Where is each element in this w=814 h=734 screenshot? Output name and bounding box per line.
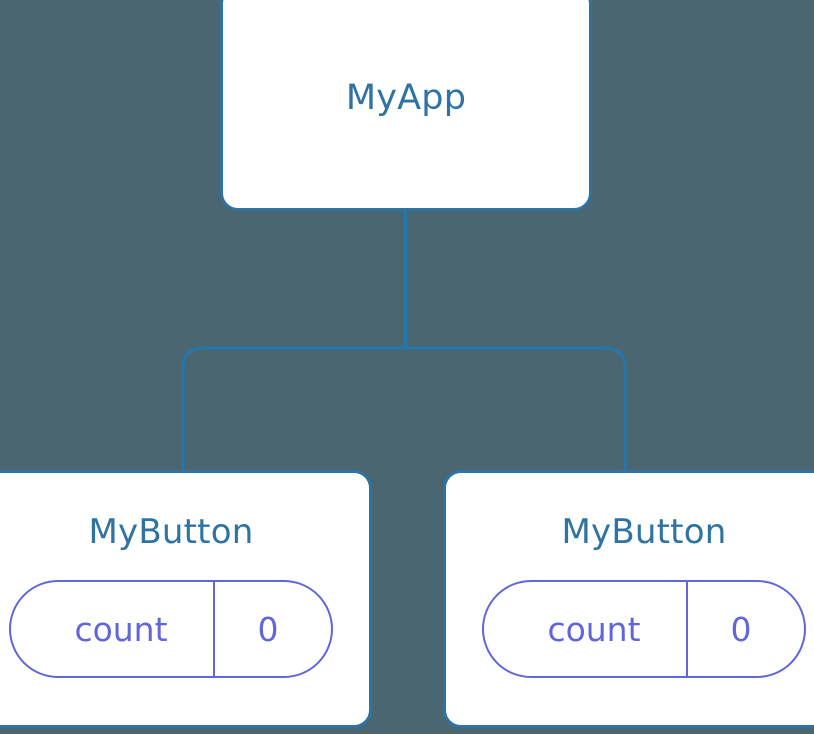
connector-branch-left: [181, 346, 406, 472]
node-title: MyButton: [88, 512, 254, 552]
state-value: 0: [257, 609, 279, 649]
connector-branch-right: [405, 346, 627, 472]
node-title: MyButton: [561, 512, 727, 552]
node-title: MyApp: [345, 78, 467, 118]
state-divider: [686, 582, 688, 676]
state-divider: [213, 582, 215, 676]
state-key: count: [547, 609, 641, 649]
state-capsule[interactable]: count 0: [482, 580, 806, 678]
state-key: count: [74, 609, 168, 649]
node-mybutton-right[interactable]: MyButton count 0: [443, 470, 814, 728]
node-mybutton-left[interactable]: MyButton count 0: [0, 470, 372, 728]
state-capsule[interactable]: count 0: [9, 580, 333, 678]
state-value: 0: [730, 609, 752, 649]
node-myapp[interactable]: MyApp: [220, 0, 592, 211]
